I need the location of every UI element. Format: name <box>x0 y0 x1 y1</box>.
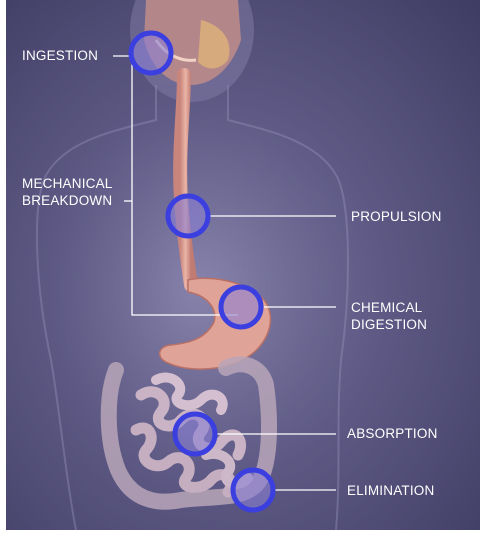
marker-ingestion <box>128 30 174 76</box>
stage-markers <box>128 30 276 513</box>
label-absorption: ABSORPTION <box>347 426 438 441</box>
label-ingestion: INGESTION <box>22 48 99 63</box>
label-elimination: ELIMINATION <box>347 483 435 498</box>
digestive-diagram: INGESTION MECHANICAL BREAKDOWN PROPULSIO… <box>6 0 480 530</box>
label-chemical-digestion: CHEMICAL DIGESTION <box>351 300 428 332</box>
anatomy-illustration <box>35 0 349 530</box>
label-mechanical-breakdown: MECHANICAL BREAKDOWN <box>22 176 113 208</box>
marker-chemical-digestion <box>218 284 264 330</box>
leader-lines <box>113 55 336 491</box>
marker-propulsion <box>165 193 211 239</box>
marker-elimination <box>230 467 276 513</box>
marker-absorption <box>172 411 218 457</box>
label-propulsion: PROPULSION <box>351 209 442 224</box>
